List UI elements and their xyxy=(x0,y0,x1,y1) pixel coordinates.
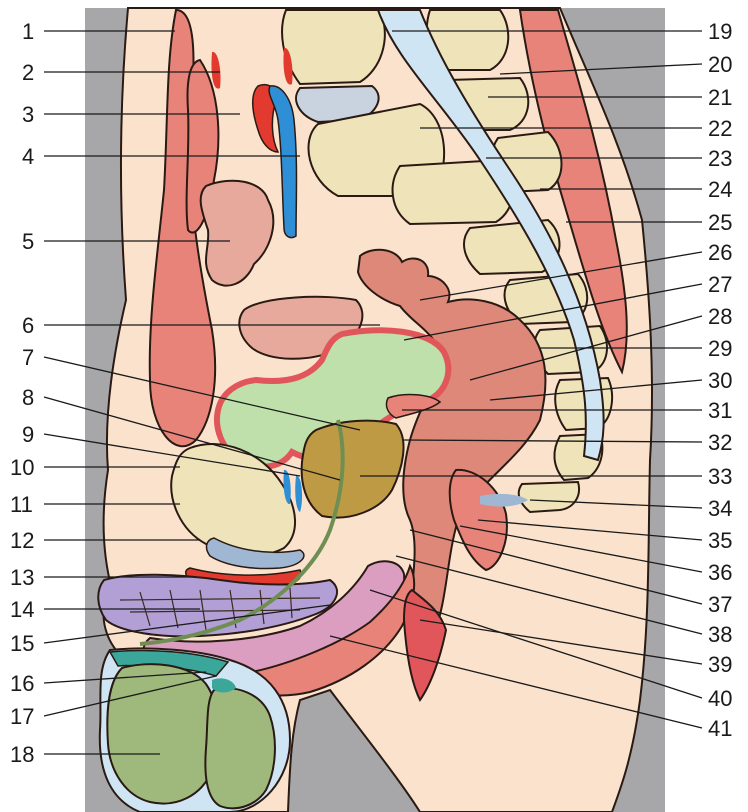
label-20: 20 xyxy=(708,52,732,77)
label-37: 37 xyxy=(708,592,732,617)
label-31: 31 xyxy=(708,398,732,423)
label-30: 30 xyxy=(708,368,732,393)
label-5: 5 xyxy=(22,229,34,254)
right-label-numbers: 19 20 21 22 23 24 25 26 27 28 29 30 31 3… xyxy=(708,19,732,741)
label-2: 2 xyxy=(22,60,34,85)
label-6: 6 xyxy=(22,313,34,338)
label-35: 35 xyxy=(708,528,732,553)
testis-right xyxy=(205,688,275,808)
label-33: 33 xyxy=(708,464,732,489)
left-label-numbers: 1 2 3 4 5 6 7 8 9 10 11 12 13 14 15 16 1… xyxy=(10,19,34,767)
label-7: 7 xyxy=(22,345,34,370)
label-8: 8 xyxy=(22,385,34,410)
label-19: 19 xyxy=(708,19,732,44)
label-12: 12 xyxy=(10,528,34,553)
label-25: 25 xyxy=(708,210,732,235)
label-15: 15 xyxy=(10,631,34,656)
label-23: 23 xyxy=(708,146,732,171)
label-36: 36 xyxy=(708,560,732,585)
label-17: 17 xyxy=(10,704,34,729)
testis-left xyxy=(107,664,218,803)
label-1: 1 xyxy=(22,19,34,44)
label-13: 13 xyxy=(10,565,34,590)
label-27: 27 xyxy=(708,272,732,297)
label-16: 16 xyxy=(10,671,34,696)
label-22: 22 xyxy=(708,116,732,141)
label-4: 4 xyxy=(22,144,34,169)
label-29: 29 xyxy=(708,336,732,361)
label-34: 34 xyxy=(708,496,732,521)
label-9: 9 xyxy=(22,422,34,447)
label-38: 38 xyxy=(708,622,732,647)
label-26: 26 xyxy=(708,240,732,265)
label-41: 41 xyxy=(708,716,732,741)
label-32: 32 xyxy=(708,430,732,455)
label-14: 14 xyxy=(10,597,34,622)
label-24: 24 xyxy=(708,177,732,202)
label-39: 39 xyxy=(708,652,732,677)
label-11: 11 xyxy=(10,492,33,517)
label-18: 18 xyxy=(10,742,34,767)
label-40: 40 xyxy=(708,686,732,711)
label-3: 3 xyxy=(22,102,34,127)
label-21: 21 xyxy=(708,85,732,110)
label-10: 10 xyxy=(10,455,34,480)
label-28: 28 xyxy=(708,304,732,329)
